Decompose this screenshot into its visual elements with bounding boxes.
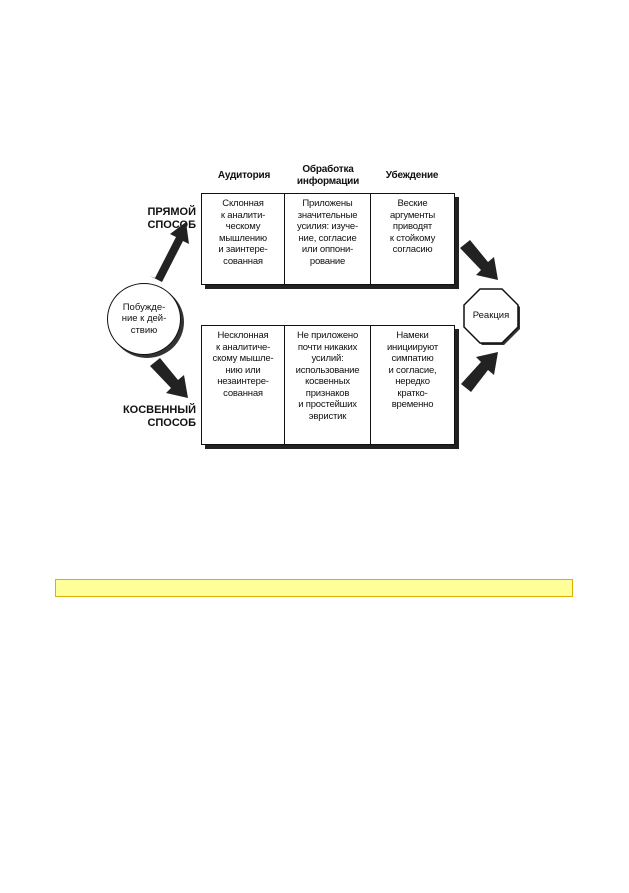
indirect-route-label: КОСВЕННЫЙ СПОСОБ xyxy=(122,404,196,429)
direct-route-table: Склонная к аналити- ческому мышлению и з… xyxy=(201,193,455,285)
arrow-direct-to-reaction xyxy=(460,240,498,280)
reaction-label: Реакция xyxy=(472,310,510,321)
indirect-route-table: Несклонная к аналитиче- скому мышле- нию… xyxy=(201,325,455,445)
reaction-octagon xyxy=(463,288,519,344)
column-header-persuasion: Убеждение xyxy=(385,170,439,181)
arrow-indirect-to-reaction xyxy=(461,352,498,392)
direct-persuasion-cell: Веские аргументы приводят к стойкому сог… xyxy=(389,198,436,255)
arrow-to-direct-route xyxy=(150,222,189,282)
highlight-bar xyxy=(55,579,573,597)
arrow-to-indirect-route xyxy=(150,358,188,398)
column-header-audience: Аудитория xyxy=(217,170,271,181)
direct-audience-cell: Склонная к аналити- ческому мышлению и з… xyxy=(202,194,285,284)
start-node-motivation: Побужде- ние к дей- ствию xyxy=(107,283,181,355)
indirect-audience-cell: Несклонная к аналитиче- скому мышле- нию… xyxy=(202,326,285,444)
indirect-persuasion-cell: Намеки инициируют симпатию и согласие, н… xyxy=(386,330,439,410)
indirect-processing-cell: Не приложено почти никаких усилий: испол… xyxy=(285,326,371,444)
direct-processing-cell: Приложены значительные усилия: изуче- ни… xyxy=(285,194,371,284)
column-header-processing: Обработка информации xyxy=(296,164,360,187)
